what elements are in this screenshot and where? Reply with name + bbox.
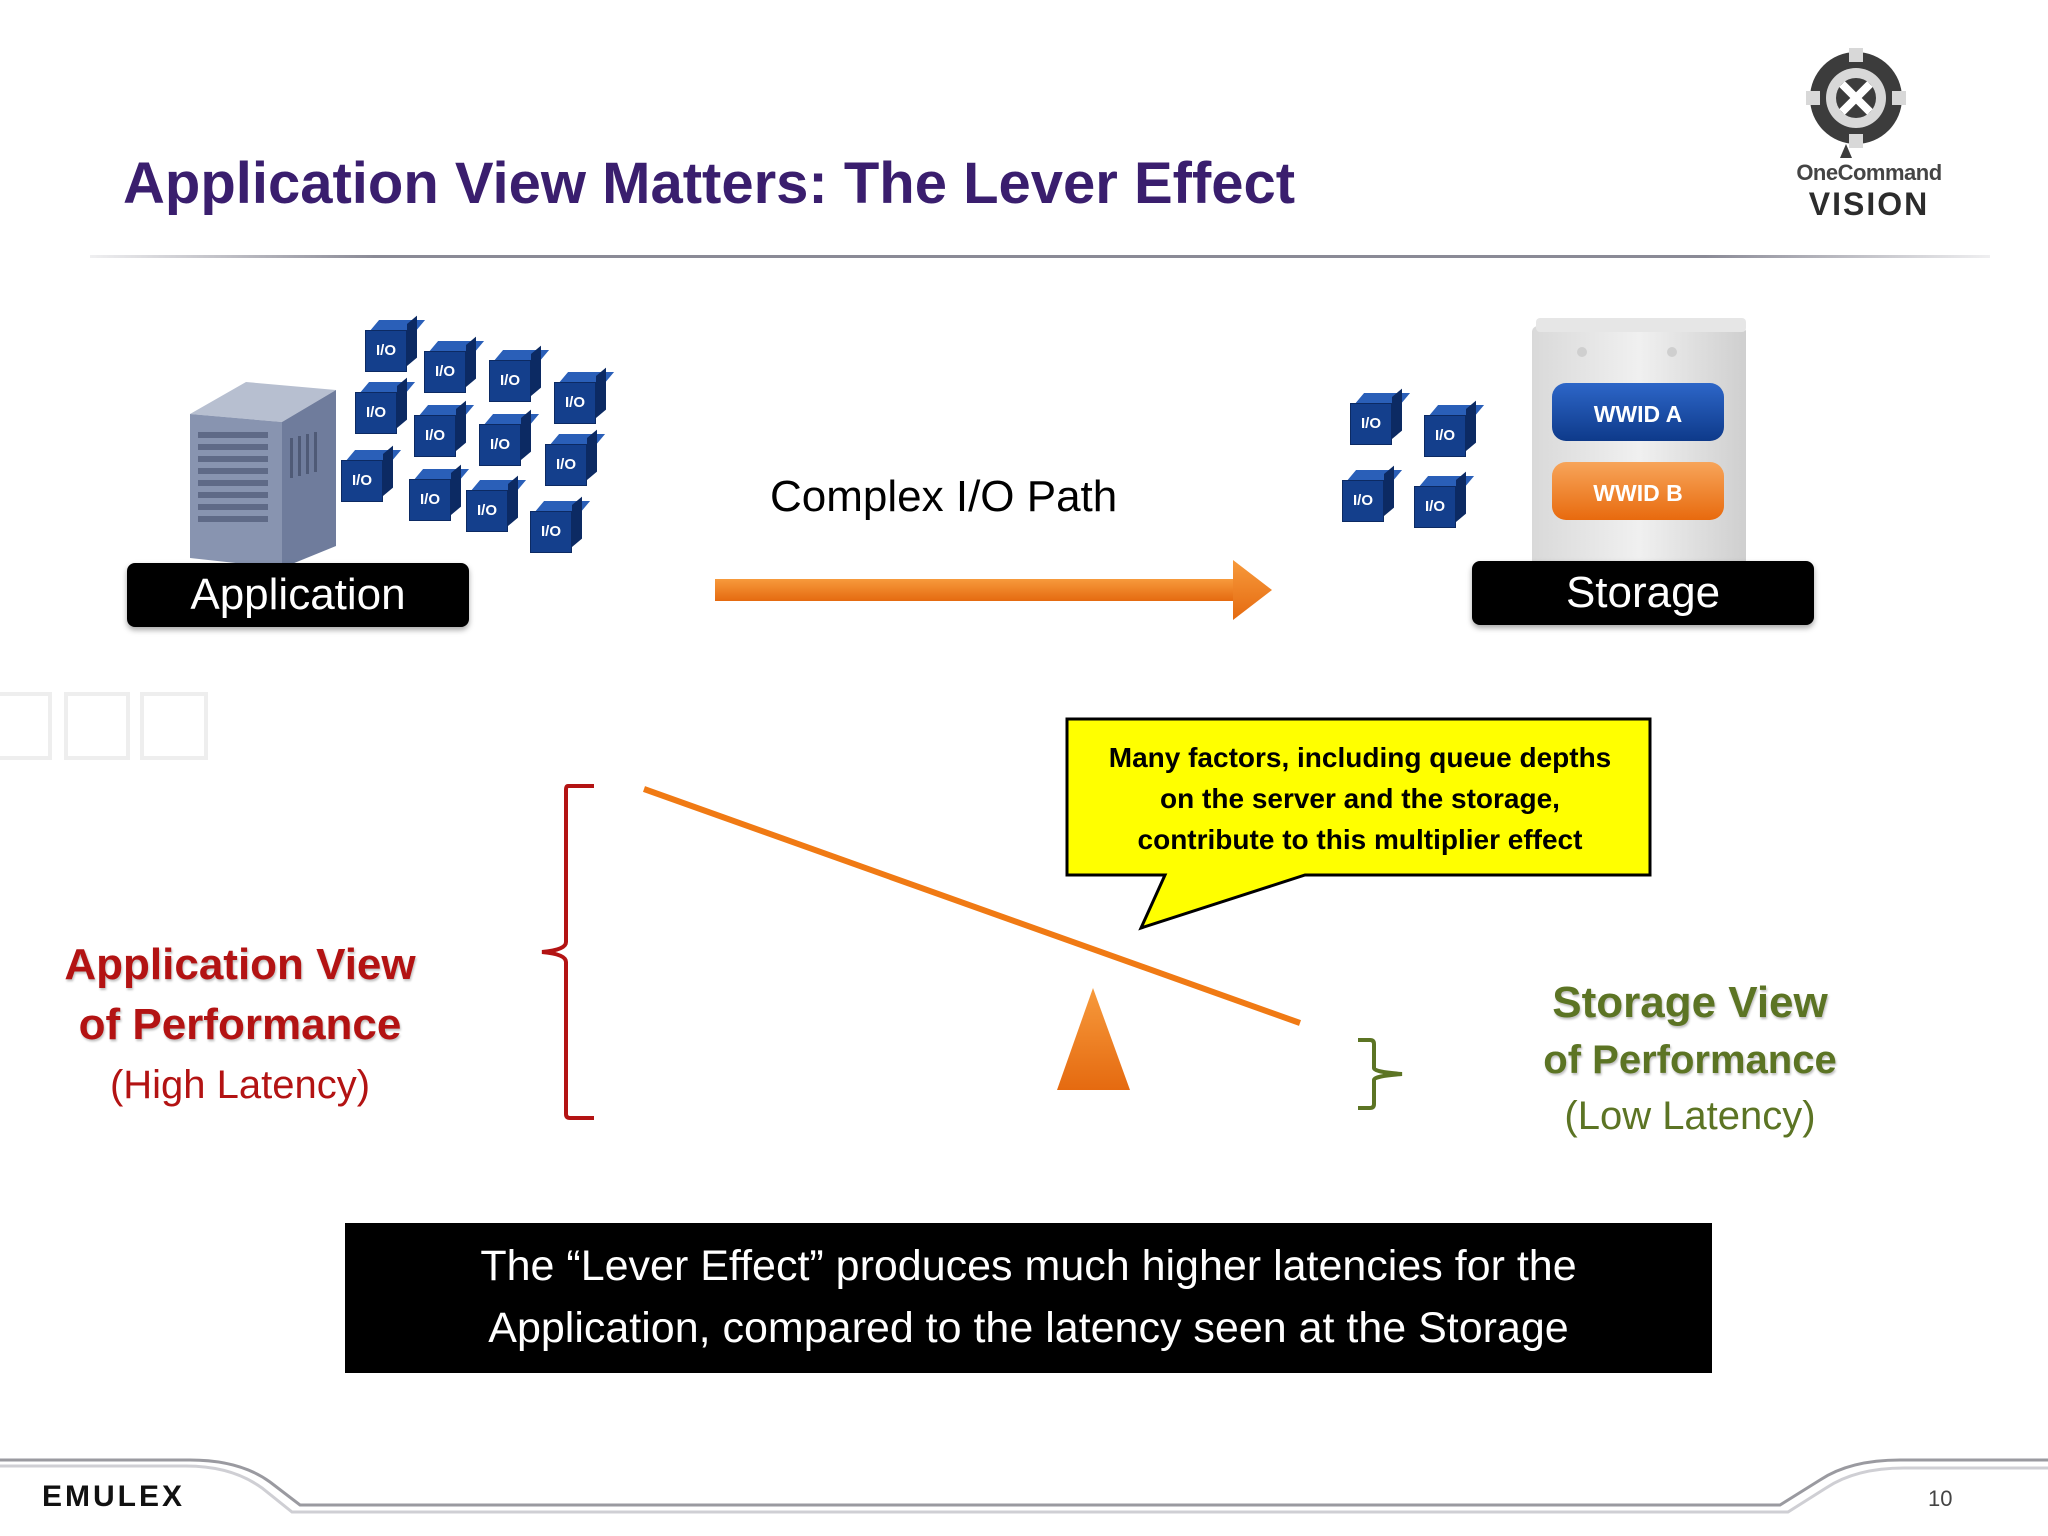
io-block-label: I/O: [341, 460, 383, 502]
callout-bubble: [1065, 717, 1652, 931]
application-io-block: I/O: [414, 400, 475, 457]
logo-text-onecommand: OneCommand: [1796, 160, 1942, 185]
io-block-label: I/O: [545, 444, 587, 486]
storage-io-block: I/O: [1424, 400, 1485, 457]
io-block-label: I/O: [414, 415, 456, 457]
application-io-block: I/O: [365, 315, 426, 372]
lever-fulcrum: [1057, 988, 1130, 1090]
logo-text-vision: VISION: [1808, 186, 1930, 222]
io-block-label: I/O: [1414, 486, 1456, 528]
server-icon: [190, 382, 336, 568]
lever-beam: [642, 786, 1302, 1026]
io-path-arrow: [715, 560, 1272, 620]
application-latency-brace: [541, 784, 594, 1120]
storage-io-block: I/O: [1342, 465, 1403, 522]
application-io-block: I/O: [409, 464, 470, 521]
application-view-heading: Application View: [64, 940, 416, 989]
application-io-block: I/O: [554, 367, 615, 424]
slide-title: Application View Matters: The Lever Effe…: [123, 151, 1296, 216]
io-block-label: I/O: [479, 424, 521, 466]
summary-banner: The “Lever Effect” produces much higher …: [345, 1223, 1712, 1373]
wwid-a-disk: WWID A: [1552, 383, 1724, 441]
page-number: 10: [1928, 1486, 1953, 1511]
io-block-label: I/O: [1342, 480, 1384, 522]
decorative-squares: [0, 692, 208, 760]
io-block-label: I/O: [365, 330, 407, 372]
storage-view-subheading: of Performance: [1543, 1038, 1837, 1082]
application-io-block: I/O: [489, 345, 550, 402]
io-block-label: I/O: [489, 360, 531, 402]
io-path-label: Complex I/O Path: [770, 472, 1118, 521]
title-divider: [90, 255, 1990, 258]
io-block-label: I/O: [530, 511, 572, 553]
io-block-label: I/O: [355, 392, 397, 434]
banner-line-1: The “Lever Effect” produces much higher …: [480, 1242, 1577, 1290]
callout-line-1: Many factors, including queue depths: [1108, 742, 1612, 773]
application-view-subheading: of Performance: [78, 1000, 402, 1049]
application-io-block: I/O: [424, 336, 485, 393]
application-io-block: I/O: [355, 377, 416, 434]
storage-io-block: I/O: [1414, 471, 1475, 528]
io-block-label: I/O: [409, 479, 451, 521]
callout-line-3: contribute to this multiplier effect: [1137, 824, 1583, 855]
callout-text: Many factors, including queue depths on …: [1075, 737, 1645, 860]
io-block-label: I/O: [466, 490, 508, 532]
application-view-latency: (High Latency): [109, 1063, 371, 1107]
callout-line-2: on the server and the storage,: [1160, 783, 1560, 814]
storage-label: Storage: [1472, 561, 1814, 625]
wwid-b-disk: WWID B: [1552, 462, 1724, 520]
io-block-label: I/O: [1424, 415, 1466, 457]
onecommand-vision-logo: [1806, 48, 1906, 158]
storage-view-latency: (Low Latency): [1564, 1094, 1816, 1138]
storage-latency-brace: [1358, 1038, 1403, 1110]
application-label: Application: [127, 563, 469, 627]
banner-line-2: Application, compared to the latency see…: [488, 1304, 1569, 1352]
application-io-block: I/O: [341, 445, 402, 502]
storage-view-heading: Storage View: [1552, 978, 1828, 1027]
application-io-block: I/O: [545, 429, 606, 486]
io-block-label: I/O: [424, 351, 466, 393]
io-block-label: I/O: [554, 382, 596, 424]
application-io-block: I/O: [466, 475, 527, 532]
footer-swoosh: [0, 1458, 2048, 1514]
emulex-footer-logo: EMULEX: [42, 1480, 186, 1513]
application-io-block: I/O: [479, 409, 540, 466]
io-block-label: I/O: [1350, 403, 1392, 445]
storage-io-block: I/O: [1350, 388, 1411, 445]
application-io-block: I/O: [530, 496, 591, 553]
